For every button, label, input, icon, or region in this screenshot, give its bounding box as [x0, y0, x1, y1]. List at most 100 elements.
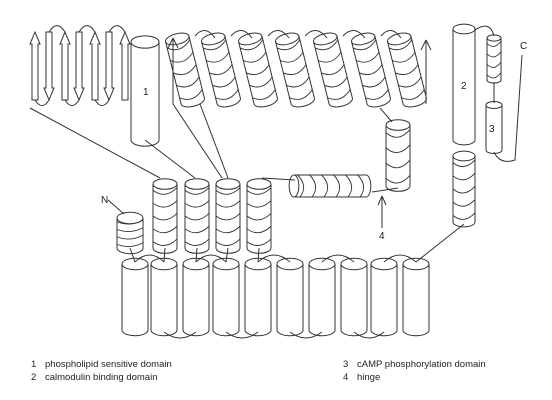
helix-turn	[246, 200, 272, 208]
alpha-helix	[201, 35, 241, 108]
helix-turn	[385, 144, 411, 153]
alpha-helix-cap	[351, 32, 376, 46]
bottom-cylinder	[121, 264, 149, 337]
link-line	[129, 247, 136, 263]
bottom-cylinder-cap	[121, 257, 149, 271]
helix-turn	[152, 238, 178, 246]
alpha-helix-cap	[184, 178, 210, 190]
helix-turn	[452, 159, 476, 168]
domain-3-cylinder	[485, 105, 503, 154]
link-line	[144, 139, 196, 179]
tilted-helix	[351, 32, 391, 108]
helix-turn	[246, 225, 272, 234]
legend-text: phospholipid sensitive domain	[45, 359, 172, 370]
legend-number: 2	[31, 372, 37, 383]
bottom-loop	[257, 254, 291, 263]
alpha-helix	[165, 35, 205, 108]
legend-text: cAMP phosphorylation domain	[357, 359, 486, 370]
alpha-helix-cap	[288, 174, 300, 198]
helix-turn	[321, 174, 329, 198]
link-line	[29, 107, 161, 179]
strand-loop	[94, 99, 110, 107]
c-terminus-line	[493, 54, 523, 162]
domain-2-cylinder-cap	[452, 23, 476, 35]
helix-loop	[230, 30, 253, 39]
link-line	[199, 103, 229, 179]
bottom-cylinder-cap	[340, 257, 368, 271]
alpha-helix	[116, 218, 144, 255]
helix-turn	[280, 51, 304, 63]
helix-turn	[401, 89, 425, 100]
arrow-line	[420, 39, 432, 104]
helix-turn	[152, 213, 178, 221]
bottom-cylinder-cap	[402, 257, 430, 271]
helix-loop	[380, 30, 402, 39]
bottom-loop	[321, 254, 355, 263]
bottom-loop	[289, 331, 323, 339]
beta-strand	[73, 31, 85, 102]
helix-turn	[246, 213, 272, 221]
helix-loop	[194, 30, 216, 39]
helix-turn	[152, 225, 178, 234]
helix-turn	[202, 39, 227, 51]
helix-turn	[486, 40, 502, 47]
n-terminus-line	[107, 199, 125, 215]
beta-strand	[89, 30, 101, 101]
helix-turn	[184, 187, 210, 195]
label-c-terminus: C	[520, 41, 527, 52]
helix-turn	[365, 89, 389, 100]
helix-turn	[452, 199, 476, 207]
helix-turn	[452, 186, 476, 194]
label-hinge-4: 4	[379, 231, 385, 242]
helix-turn	[166, 39, 191, 51]
link-line	[195, 247, 198, 263]
helix-turn	[359, 64, 383, 76]
helix-turn	[345, 174, 353, 198]
helix-turn	[209, 64, 233, 76]
helix-turn	[362, 76, 386, 88]
arrow-line	[167, 37, 179, 104]
bottom-cylinder	[244, 264, 272, 337]
strand-loop	[78, 25, 96, 33]
helix-turn	[116, 227, 144, 232]
helix-turn	[246, 64, 270, 76]
bottom-cylinder	[276, 264, 304, 337]
bottom-cylinder	[340, 264, 368, 337]
helix-turn	[392, 51, 416, 63]
helix-loop	[342, 30, 366, 39]
bottom-loop	[195, 254, 227, 263]
bottom-cylinder	[150, 264, 178, 337]
label-domain-1: 1	[143, 87, 149, 98]
helix-turn	[321, 64, 345, 76]
link-line	[415, 223, 465, 263]
label-domain-3: 3	[489, 124, 495, 135]
helix-turn	[388, 39, 413, 51]
alpha-helix	[351, 35, 391, 108]
helix-turn	[318, 51, 342, 63]
alpha-helix-cap	[152, 178, 178, 190]
helix-turn	[215, 225, 241, 234]
alpha-helix	[452, 156, 476, 228]
link-line	[225, 247, 229, 263]
helix-turn	[324, 76, 348, 88]
helix-turn	[215, 213, 241, 221]
bottom-cylinder-cap	[276, 257, 304, 271]
loop-line	[474, 25, 495, 37]
helix-turn	[116, 242, 144, 247]
helix-turn	[486, 51, 502, 58]
helix-turn	[385, 129, 411, 138]
beta-strand	[59, 30, 71, 101]
helix-turn	[184, 225, 210, 234]
helix-turn	[215, 200, 241, 208]
strand-loop	[64, 99, 80, 107]
helix-loop	[267, 30, 290, 39]
helix-turn	[173, 64, 197, 76]
protein-topology-diagram: 1 2 3 4 N C	[29, 23, 527, 339]
helix-turn	[184, 238, 210, 246]
helix-turn	[309, 174, 317, 198]
helix-turn	[206, 51, 230, 63]
